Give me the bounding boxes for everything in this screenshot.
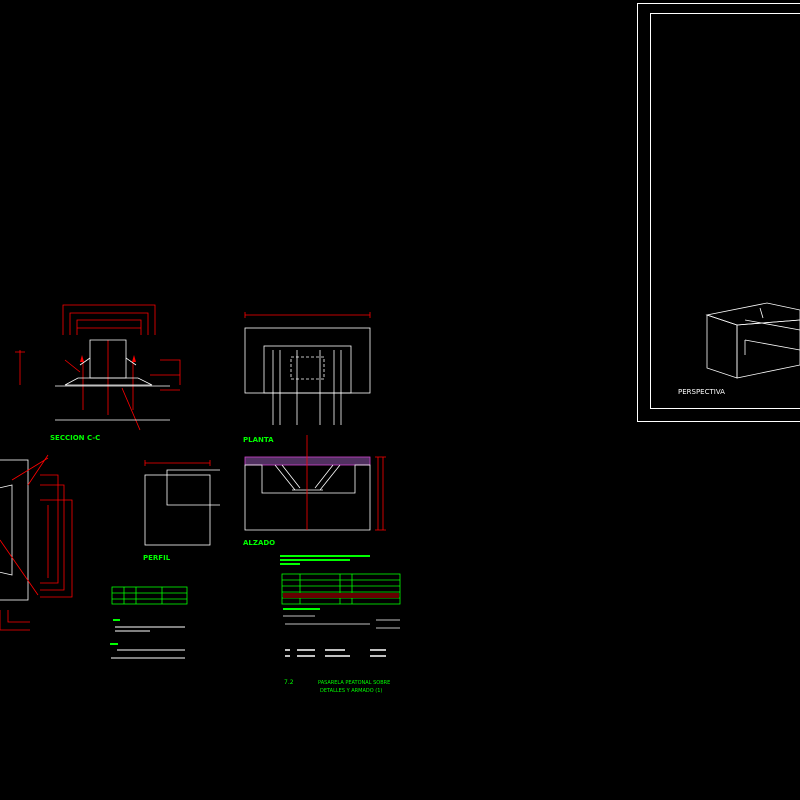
notes — [110, 619, 185, 659]
perspective-view — [705, 302, 800, 379]
title-line-2: DETALLES Y ARMADO (1) — [320, 688, 382, 694]
elevation-drawing — [244, 435, 386, 531]
title-line-1: PASARELA PEATONAL SOBRE — [318, 680, 390, 686]
reinforcement-table — [111, 586, 188, 605]
perspective-label: PERSPECTIVA — [678, 388, 725, 396]
elevation-label: ALZADO — [243, 539, 275, 547]
section-c-c-drawing — [15, 304, 181, 431]
plan-drawing — [244, 312, 371, 425]
sheet-number: 7.2 — [284, 679, 294, 686]
section-label: SECCION C-C — [50, 434, 100, 442]
profile-label: PERFIL — [143, 554, 171, 562]
left-plan-drawing — [0, 454, 73, 631]
profile-drawing — [144, 460, 220, 546]
plan-label: PLANTA — [243, 436, 274, 444]
perspective-frame — [637, 3, 800, 422]
materials-table — [280, 555, 401, 657]
